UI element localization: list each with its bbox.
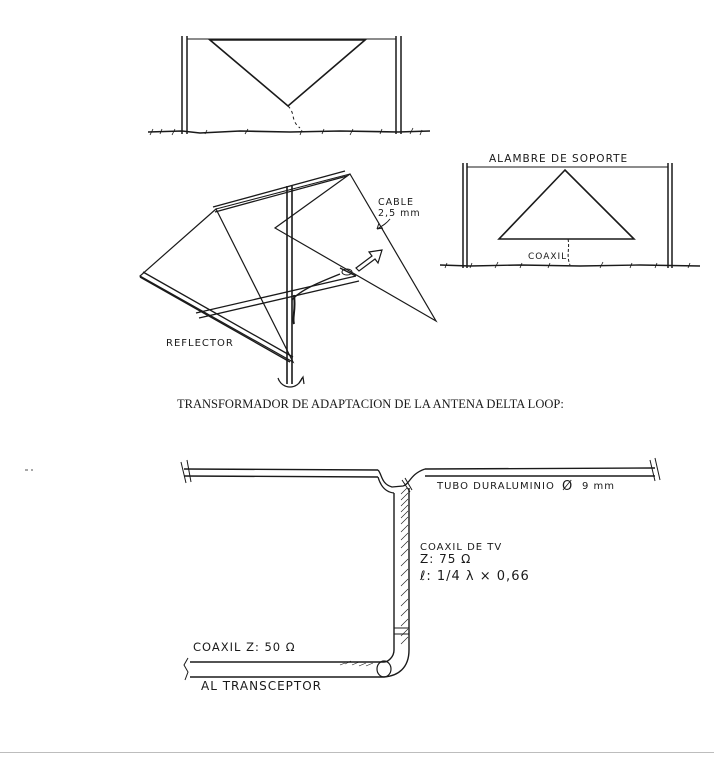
delta-loop-masts-figure [147, 36, 431, 136]
support-wire-label: ALAMBRE DE SOPORTE [489, 153, 628, 165]
tv-coax-length: ℓ: 1/4 λ × 0,66 [419, 569, 530, 584]
coax-label: COAXIL [528, 252, 567, 262]
page-bottom-rule [0, 752, 714, 753]
reflector-label: REFLECTOR [166, 338, 234, 349]
tv-coax-impedance: Z: 75 Ω [420, 552, 471, 566]
delta-loop-support-figure: ALAMBRE DE SOPORTE COAXIL [439, 153, 701, 269]
input-coax-label: COAXIL Z: 50 Ω [193, 640, 296, 654]
cable-size-label: 2,5 mm [378, 208, 421, 219]
transceiver-label: AL TRANSCEPTOR [201, 679, 322, 693]
cable-label: CABLE [378, 197, 414, 208]
matching-transformer-caption: TRANSFORMADOR DE ADAPTACION DE LA ANTENA… [177, 397, 564, 411]
matching-transformer-figure: TUBO DURALUMINIO Ø 9 mm COAXIL DE TV Z: … [180, 457, 661, 693]
tube-label: TUBO DURALUMINIO [436, 481, 555, 492]
tube-diameter-symbol: Ø [562, 479, 573, 494]
two-element-delta-figure: CABLE 2,5 mm REFLECTOR [138, 170, 438, 388]
tv-coax-label: COAXIL DE TV [420, 542, 502, 553]
tube-diameter-value: 9 mm [582, 481, 615, 492]
